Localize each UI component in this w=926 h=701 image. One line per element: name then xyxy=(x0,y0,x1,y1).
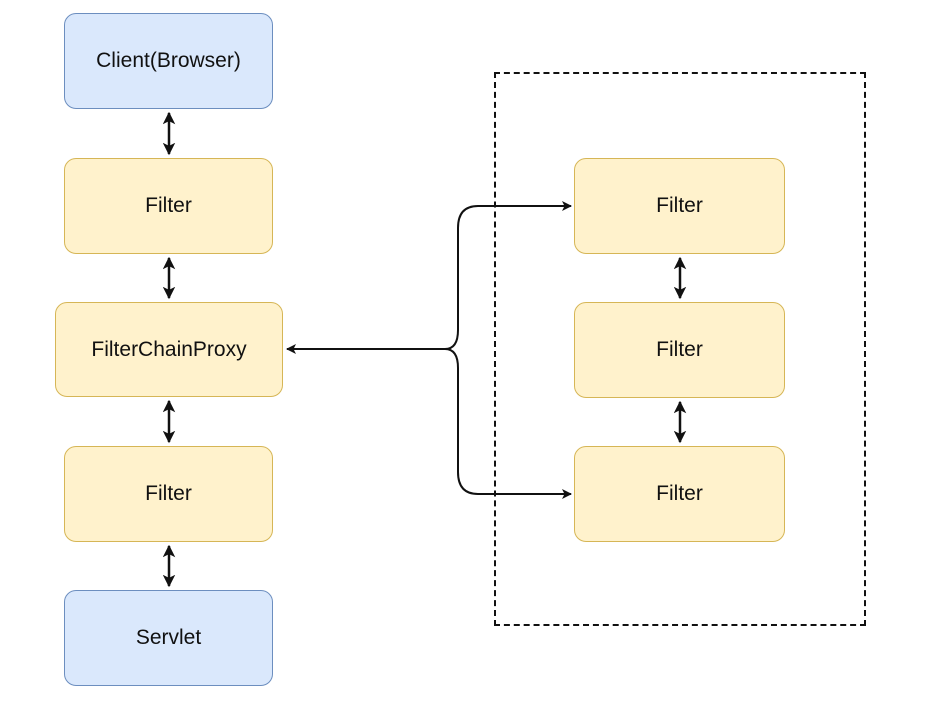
servlet-node: Servlet xyxy=(64,590,273,686)
chain-filter-node-2: Filter xyxy=(574,302,785,398)
filter-node-top: Filter xyxy=(64,158,273,254)
chain-filter-3-label: Filter xyxy=(656,482,703,505)
chain-filter-2-label: Filter xyxy=(656,338,703,361)
filter-chain-proxy-node: FilterChainProxy xyxy=(55,302,283,397)
filter-node-bottom: Filter xyxy=(64,446,273,542)
chain-filter-node-3: Filter xyxy=(574,446,785,542)
client-browser-node: Client(Browser) xyxy=(64,13,273,109)
servlet-label: Servlet xyxy=(135,626,202,649)
filter-top-label: Filter xyxy=(145,194,192,217)
client-browser-label: Client(Browser) xyxy=(96,49,241,72)
chain-filter-1-label: Filter xyxy=(656,194,703,217)
filter-chain-proxy-label: FilterChainProxy xyxy=(91,337,247,361)
filter-bottom-label: Filter xyxy=(145,482,192,505)
chain-filter-node-1: Filter xyxy=(574,158,785,254)
